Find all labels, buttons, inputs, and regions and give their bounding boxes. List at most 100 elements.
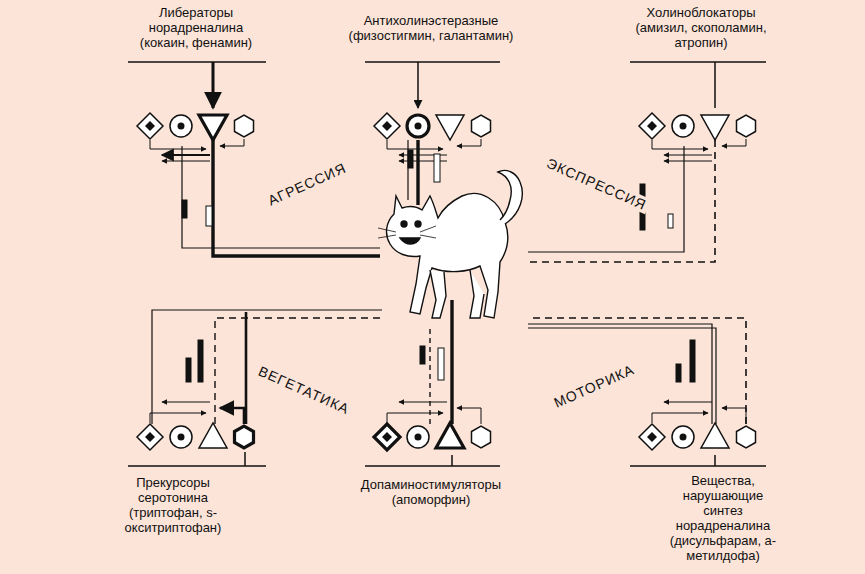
synapse-arrow xyxy=(220,408,244,424)
activity-bar xyxy=(408,150,413,168)
category-label: ЭКСПРЕССИЯ xyxy=(542,154,652,215)
circle-symbol xyxy=(170,115,192,137)
triangle-symbol xyxy=(701,115,729,140)
cat-illustration xyxy=(378,170,522,318)
diamond-symbol xyxy=(639,113,665,139)
hexagon-symbol xyxy=(472,426,491,448)
diamond-symbol xyxy=(374,424,400,450)
synapse-arrow xyxy=(664,161,712,162)
pathway-line xyxy=(528,324,712,424)
input-bar xyxy=(365,465,500,466)
diamond-core xyxy=(647,432,657,442)
drug-caption: Либераторы норадреналина (кокаин, фенами… xyxy=(130,6,262,51)
diamond-symbol xyxy=(374,113,400,139)
input-line xyxy=(451,455,453,466)
pathway-line xyxy=(213,140,380,256)
synapse-arrow xyxy=(652,140,708,149)
input-bar xyxy=(630,465,766,466)
synapse-arrow xyxy=(664,155,712,156)
pathway-line xyxy=(450,300,453,424)
triangle-symbol xyxy=(199,115,227,140)
pathway-line xyxy=(182,146,380,248)
synapse-arrow xyxy=(652,413,708,423)
hexagon-symbol xyxy=(472,115,491,137)
synapse-arrow xyxy=(162,402,210,403)
input-arrow xyxy=(417,62,419,108)
hexagon-symbol xyxy=(235,426,254,448)
activity-bar xyxy=(198,340,203,382)
circle-symbol xyxy=(407,115,429,137)
input-line xyxy=(244,452,246,466)
pathway-line xyxy=(152,310,382,424)
pathway-line xyxy=(528,328,716,424)
pathway-line xyxy=(528,140,715,262)
triangle-symbol xyxy=(701,423,729,448)
diamond-symbol xyxy=(137,424,163,450)
drug-caption: Вещества, нарушающие синтез норадреналин… xyxy=(668,474,778,564)
input-line xyxy=(714,62,716,108)
pathway-line xyxy=(407,140,408,200)
activity-bar xyxy=(206,206,212,226)
activity-bar xyxy=(420,346,425,364)
circle-core xyxy=(178,434,185,441)
pathway-line xyxy=(429,326,430,424)
circle-core xyxy=(680,434,687,441)
synapse-arrow xyxy=(457,408,481,424)
synapse-arrow xyxy=(150,140,206,149)
triangle-symbol xyxy=(436,423,464,448)
hexagon-symbol xyxy=(737,426,756,448)
diamond-core xyxy=(647,121,657,131)
activity-bar xyxy=(676,364,681,382)
category-label: АГРЕССИЯ xyxy=(263,158,352,209)
activity-bar xyxy=(182,200,187,218)
circle-core xyxy=(680,123,687,130)
drug-caption: Антихолинэстеразные (физостигмин, галант… xyxy=(338,14,524,44)
triangle-symbol xyxy=(199,423,227,448)
synapse-arrow xyxy=(387,413,443,423)
synapse-arrow xyxy=(162,161,210,162)
synapse-arrow xyxy=(457,139,481,146)
drug-caption: Допаминостимуляторы (апоморфин) xyxy=(338,478,524,508)
pathway-line xyxy=(416,140,419,205)
circle-core xyxy=(415,123,422,130)
category-label: ВЕГЕТАТИКА xyxy=(253,362,355,419)
synapse-arrow xyxy=(664,402,712,403)
diamond-symbol xyxy=(639,424,665,450)
input-line xyxy=(714,455,716,466)
circle-core xyxy=(415,434,422,441)
activity-bar xyxy=(186,358,191,382)
circle-symbol xyxy=(170,426,192,448)
synapse-arrow xyxy=(162,154,210,156)
synapse-arrow xyxy=(399,402,447,403)
pathway-line xyxy=(528,146,684,252)
input-bar xyxy=(630,61,766,62)
circle-symbol xyxy=(672,115,694,137)
input-arrow xyxy=(212,62,215,108)
hexagon-symbol xyxy=(737,115,756,137)
drug-caption: Холиноблокаторы (амизил, скополамин, атр… xyxy=(628,6,774,51)
synapse-arrow xyxy=(220,139,244,146)
diamond-core xyxy=(382,432,392,442)
activity-bar xyxy=(434,154,440,182)
diamond-core xyxy=(382,121,392,131)
diamond-core xyxy=(145,432,155,442)
pathway-line xyxy=(245,312,248,424)
circle-symbol xyxy=(672,426,694,448)
pathway-line xyxy=(215,318,382,424)
pathway-line xyxy=(528,318,746,424)
synapse-arrow xyxy=(387,140,443,149)
activity-bar xyxy=(668,214,673,228)
diamond-core xyxy=(145,121,155,131)
category-label: МОТОРИКА xyxy=(549,360,640,412)
activity-bar xyxy=(690,340,695,382)
drug-caption: Прекурсоры серотонина (триптофан, s-окси… xyxy=(110,476,236,536)
synapse-arrow xyxy=(150,413,206,423)
synapse-arrow xyxy=(722,408,746,424)
circle-symbol xyxy=(407,426,429,448)
diamond-symbol xyxy=(137,113,163,139)
circle-core xyxy=(178,123,185,130)
synapse-arrow xyxy=(722,139,746,146)
hexagon-symbol xyxy=(235,115,254,137)
input-bar xyxy=(128,61,266,62)
activity-bar xyxy=(438,348,444,380)
